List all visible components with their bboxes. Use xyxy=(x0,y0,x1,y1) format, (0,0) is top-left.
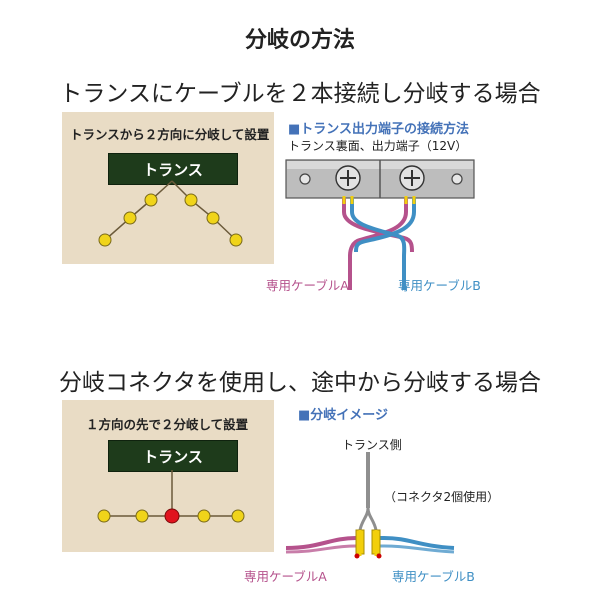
lamp-string-v xyxy=(98,180,243,247)
cable-a-label-1: 専用ケーブルA xyxy=(266,278,349,293)
section2-heading: 分岐コネクタを使用し、途中から分岐する場合 xyxy=(58,370,542,396)
panel2-caption: １方向の先で２分岐して設置 xyxy=(86,417,249,432)
terminal-screw-icon xyxy=(335,165,361,191)
terminal-screw-icon xyxy=(399,165,425,191)
lamp-dot xyxy=(123,211,137,225)
branch-point-dot xyxy=(164,508,180,524)
connector-pin xyxy=(354,553,360,559)
branch-image-heading: ■分岐イメージ xyxy=(298,408,389,423)
lamp-dot xyxy=(144,193,158,207)
lamp-dot xyxy=(184,193,198,207)
cable-b-line xyxy=(350,198,416,290)
lamp-dot xyxy=(206,211,220,225)
cable-b-label-1: 専用ケーブルB xyxy=(398,278,481,293)
terminal-block xyxy=(285,159,475,199)
transformer-box-2: トランス xyxy=(108,440,238,472)
transformer-label-2: トランス xyxy=(143,447,203,466)
transformer-side-label: トランス側 xyxy=(342,438,402,452)
lamp-dot xyxy=(197,509,211,523)
terminal-connection-heading: ■トランス出力端子の接続方法 xyxy=(288,122,470,137)
transformer-cable xyxy=(358,452,378,531)
cable-a-label-2: 専用ケーブルA xyxy=(244,569,327,584)
split-diagram-panel-2 xyxy=(62,400,274,552)
lamp-dot xyxy=(231,509,245,523)
cable-a-line xyxy=(285,536,362,554)
transformer-box-1: トランス xyxy=(108,153,238,185)
connector-pin xyxy=(376,553,382,559)
lamp-dot xyxy=(229,233,243,247)
page-title: 分岐の方法 xyxy=(244,28,355,53)
section1-heading: トランスにケーブルを２本接続し分岐する場合 xyxy=(59,81,541,107)
panel1-caption: トランスから２方向に分岐して設置 xyxy=(70,127,270,142)
mount-hole xyxy=(451,173,463,185)
cable-b-line xyxy=(376,536,455,554)
transformer-label-1: トランス xyxy=(143,160,203,179)
connector-note: （コネクタ2個使用） xyxy=(384,490,500,504)
mount-hole xyxy=(299,173,311,185)
lamp-dot xyxy=(98,233,112,247)
branch-connector-icon xyxy=(354,529,382,559)
cable-b-label-2: 専用ケーブルB xyxy=(392,569,475,584)
lamp-dot xyxy=(135,509,149,523)
lamp-string-t xyxy=(97,470,245,524)
lamp-dot xyxy=(97,509,111,523)
terminal-sublabel: トランス裏面、出力端子（12V） xyxy=(288,139,468,153)
